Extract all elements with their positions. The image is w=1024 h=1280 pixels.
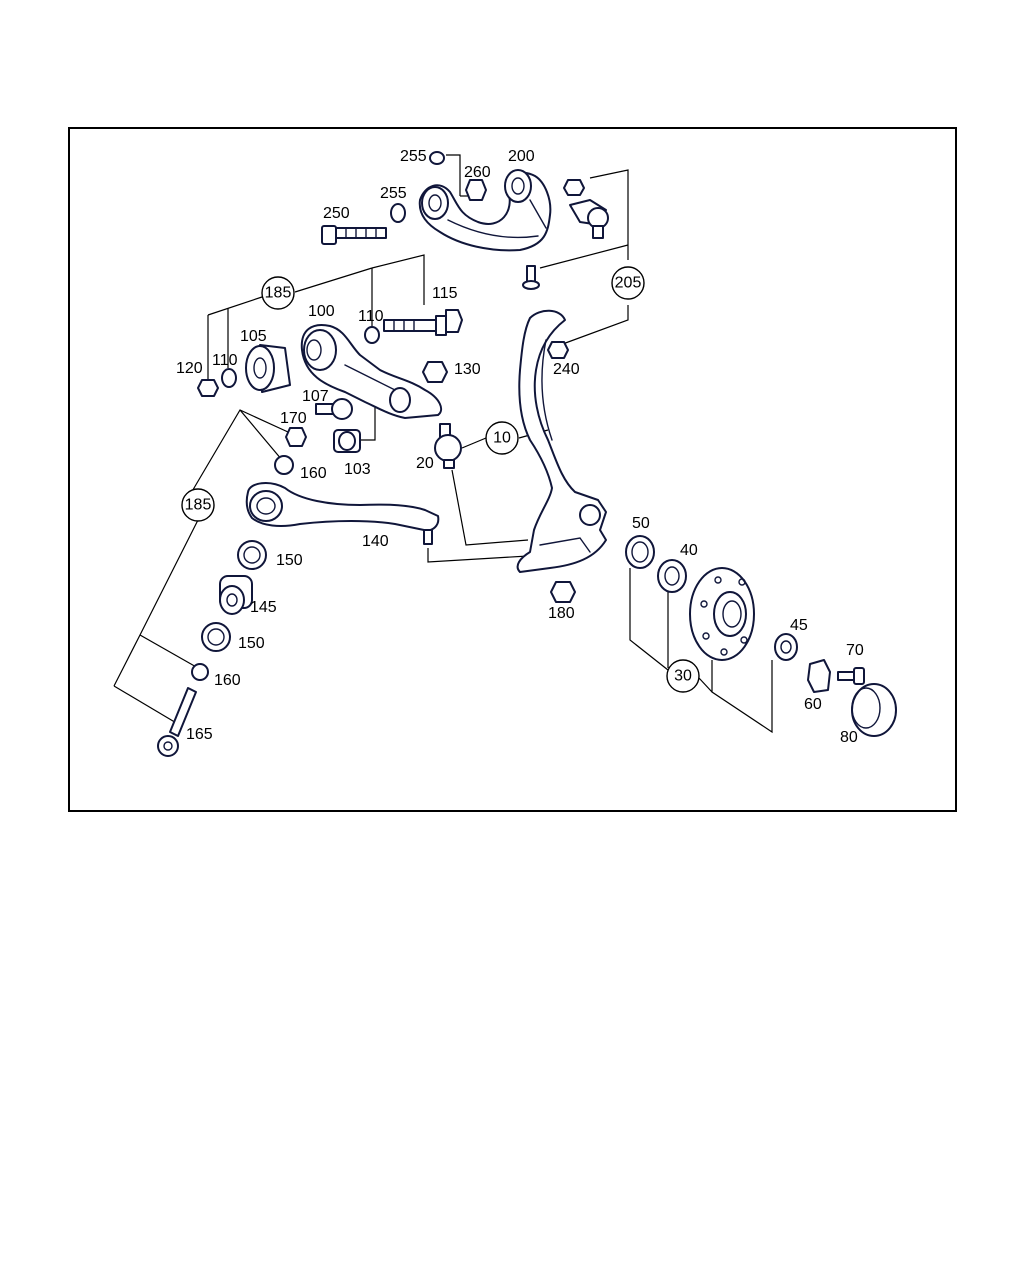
- label-103: 103: [344, 461, 371, 478]
- callout-circle-10: 10: [485, 421, 519, 455]
- bushing-145-icon: [219, 575, 253, 615]
- label-180: 180: [548, 605, 575, 622]
- wheel-hub-30-icon: [689, 567, 755, 661]
- nut-240-icon: [547, 341, 569, 359]
- upper-control-arm-200-icon: [418, 169, 552, 252]
- lower-control-arm-100-icon: [300, 324, 443, 419]
- washer-150-lower-icon: [201, 622, 231, 652]
- label-250: 250: [323, 205, 350, 222]
- wheel-bearing-40-icon: [657, 559, 687, 593]
- nut-170-icon: [285, 427, 307, 447]
- tension-strut-140-icon: [245, 482, 440, 545]
- label-170: 170: [280, 410, 307, 427]
- nut-260-icon: [465, 179, 487, 201]
- washer-160-lower-icon: [191, 663, 209, 681]
- label-70: 70: [846, 642, 864, 659]
- label-165: 165: [186, 726, 213, 743]
- bolt-165-icon: [157, 687, 197, 757]
- washer-150-upper-icon: [237, 540, 267, 570]
- callout-circle-30: 30: [666, 659, 700, 693]
- bolt-upper-small-icon: [522, 265, 540, 290]
- wheel-bearing-45-icon: [774, 633, 798, 661]
- label-105: 105: [240, 328, 267, 345]
- label-110-lower: 110: [212, 352, 238, 369]
- label-140: 140: [362, 533, 389, 550]
- label-40: 40: [680, 542, 698, 559]
- washer-255-left-icon: [390, 203, 406, 223]
- label-130: 130: [454, 361, 481, 378]
- callout-205: 205: [615, 275, 642, 292]
- nut-180-icon: [550, 581, 576, 603]
- label-20: 20: [416, 455, 434, 472]
- callout-10: 10: [493, 430, 511, 447]
- callout-185-lower: 185: [185, 497, 212, 514]
- label-107: 107: [302, 388, 329, 405]
- label-260: 260: [464, 164, 491, 181]
- label-150-lower: 150: [238, 635, 265, 652]
- label-110-upper: 110: [358, 308, 384, 325]
- steering-knuckle-10-icon: [516, 309, 607, 573]
- label-240: 240: [553, 361, 580, 378]
- diagram-frame: [68, 127, 957, 812]
- label-45: 45: [790, 617, 808, 634]
- pin-107-icon: [315, 398, 353, 420]
- callout-185-upper: 185: [265, 285, 292, 302]
- label-145: 145: [250, 599, 277, 616]
- label-255-top: 255: [400, 148, 427, 165]
- nut-120-icon: [197, 379, 219, 397]
- label-80: 80: [840, 729, 858, 746]
- washer-160-upper-icon: [274, 455, 294, 475]
- label-150-upper: 150: [276, 552, 303, 569]
- nut-top-icon: [563, 179, 585, 196]
- label-100: 100: [308, 303, 335, 320]
- callout-30: 30: [674, 668, 692, 685]
- label-160-lower: 160: [214, 672, 241, 689]
- washer-255-top-icon: [429, 151, 445, 165]
- ball-joint-20-icon: [434, 423, 462, 469]
- bushing-105-icon: [245, 344, 291, 393]
- label-50: 50: [632, 515, 650, 532]
- nut-130-icon: [422, 361, 448, 383]
- callout-circle-185-upper: 185: [261, 276, 295, 310]
- bolt-250-icon: [321, 225, 387, 245]
- label-115: 115: [432, 285, 458, 302]
- screw-70-icon: [837, 667, 865, 685]
- label-255-left: 255: [380, 185, 407, 202]
- label-200: 200: [508, 148, 535, 165]
- grease-cap-80-icon: [851, 683, 897, 737]
- seal-50-icon: [625, 535, 655, 569]
- label-60: 60: [804, 696, 822, 713]
- label-120: 120: [176, 360, 203, 377]
- ball-joint-upper-icon: [569, 199, 609, 239]
- bolt-115-icon: [383, 309, 463, 336]
- callout-circle-185-lower: 185: [181, 488, 215, 522]
- leader-lines: [113, 154, 773, 734]
- washer-110-upper-icon: [364, 326, 380, 344]
- washer-110-lower-icon: [221, 368, 237, 388]
- callout-circle-205: 205: [611, 266, 645, 300]
- label-160-upper: 160: [300, 465, 327, 482]
- bushing-103-icon: [333, 429, 361, 453]
- clamp-nut-60-icon: [807, 659, 831, 693]
